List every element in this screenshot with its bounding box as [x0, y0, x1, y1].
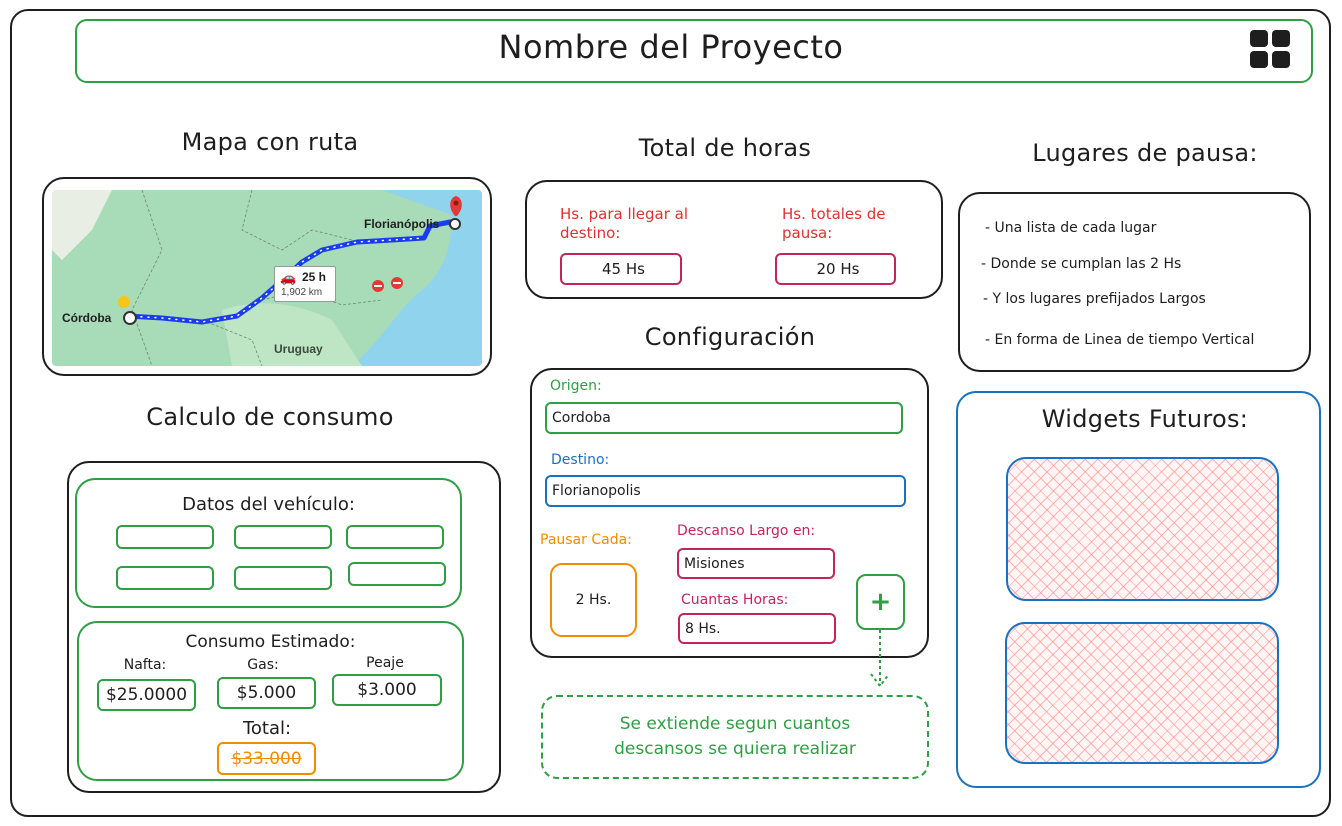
widgets-card [956, 391, 1321, 788]
long-rest-label: Descanso Largo en: [677, 523, 816, 539]
pause-hours-label: Hs. totales de pausa: [782, 205, 886, 242]
hours-count-label: Cuantas Horas: [681, 592, 789, 608]
nafta-value[interactable]: $25.0000 [97, 679, 196, 711]
origin-label: Origen: [550, 378, 602, 394]
origin-input[interactable]: Cordoba [545, 402, 903, 434]
hours-count-input[interactable]: 8 Hs. [678, 613, 836, 644]
expand-arrow-icon [870, 630, 890, 688]
route-map[interactable]: 🚗 25 h 1,902 km Córdoba Florianópolis Ur… [52, 190, 482, 366]
future-widget-placeholder [1005, 622, 1279, 764]
app-frame [10, 9, 1331, 817]
route-duration: 25 h [302, 270, 327, 284]
route-distance: 1,902 km [281, 287, 323, 298]
pause-list-item: - Una lista de cada lugar [985, 220, 1157, 236]
gas-label: Gas: [247, 657, 279, 673]
page-title: Nombre del Proyecto [498, 28, 844, 66]
pause-list-item: - Donde se cumplan las 2 Hs [981, 256, 1182, 272]
destination-label: Destino: [551, 452, 610, 468]
vehicle-field-2[interactable] [234, 525, 332, 549]
future-widget-placeholder [1006, 457, 1279, 601]
pauses-section-title: Lugares de pausa: [1032, 139, 1258, 167]
pause-list-item: - Y los lugares prefijados Largos [983, 291, 1206, 307]
vehicle-field-5[interactable] [234, 566, 332, 590]
vehicle-field-4[interactable] [116, 566, 214, 590]
expand-note: Se extiende segun cuantos descansos se q… [541, 695, 929, 779]
config-card [530, 368, 929, 658]
map-section-title: Mapa con ruta [181, 128, 359, 156]
widgets-section-title: Widgets Futuros: [1041, 405, 1249, 433]
hours-section-title: Total de horas [638, 134, 812, 162]
pause-every-input[interactable]: 2 Hs. [550, 563, 637, 637]
destination-input[interactable]: Florianopolis [545, 475, 906, 507]
total-label: Total: [242, 718, 292, 739]
pause-hours-value: 20 Hs [775, 253, 896, 285]
vehicle-field-6[interactable] [348, 562, 446, 586]
grid-icon[interactable] [1250, 30, 1292, 70]
estimated-consumption-panel [77, 621, 464, 781]
pauses-card [958, 192, 1311, 372]
estimated-consumption-title: Consumo Estimado: [185, 632, 356, 652]
consumption-section-title: Calculo de consumo [146, 403, 394, 431]
gas-value[interactable]: $5.000 [217, 677, 316, 709]
hours-to-arrive-value: 45 Hs [560, 253, 682, 285]
map-card [42, 177, 492, 376]
config-section-title: Configuración [644, 323, 816, 351]
pause-every-label: Pausar Cada: [540, 532, 632, 548]
peaje-value[interactable]: $3.000 [332, 674, 442, 706]
vehicle-data-panel [75, 478, 462, 608]
vehicle-data-title: Datos del vehículo: [182, 494, 355, 515]
vehicle-field-1[interactable] [116, 525, 214, 549]
long-rest-input[interactable]: Misiones [677, 548, 835, 579]
hours-card [525, 180, 943, 299]
hours-to-arrive-label: Hs. para llegar al destino: [560, 205, 689, 242]
total-value[interactable]: $33.000 [217, 742, 316, 775]
map-origin-label: Córdoba [62, 311, 112, 325]
route-info-card[interactable]: 🚗 25 h 1,902 km [274, 266, 336, 302]
car-icon: 🚗 [280, 271, 297, 286]
pause-list-item: - En forma de Linea de tiempo Vertical [985, 332, 1255, 348]
map-destination-label: Florianópolis [364, 217, 440, 231]
peaje-label: Peaje [366, 655, 404, 671]
map-country-label: Uruguay [274, 342, 323, 356]
vehicle-field-3[interactable] [346, 525, 444, 549]
header-bar [75, 19, 1313, 83]
consumption-card [67, 461, 501, 793]
add-rest-button[interactable]: + [856, 574, 905, 630]
nafta-label: Nafta: [123, 657, 167, 673]
